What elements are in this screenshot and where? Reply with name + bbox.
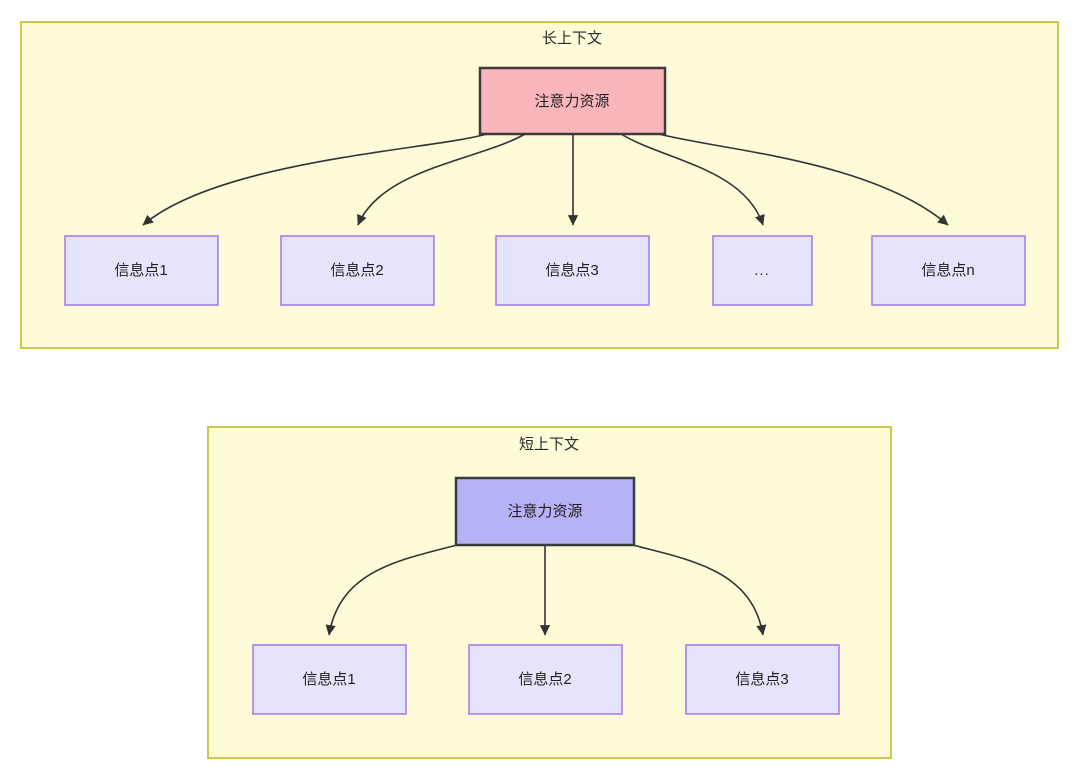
node-short-leaf-1-box[interactable] <box>252 644 407 715</box>
node-long-leaf-ellipsis-box[interactable] <box>712 235 813 306</box>
node-short-leaf-1[interactable]: 信息点1 <box>252 644 407 715</box>
edge-short-root-to-leaf-3 <box>632 544 767 636</box>
node-short-leaf-1-label: 信息点1 <box>302 671 355 688</box>
node-long-leaf-3-label: 信息点3 <box>545 262 598 279</box>
panel-short-context: 短上下文 注意力资源 信息点1 信息点2 信息点3 <box>207 426 892 759</box>
node-short-leaf-3[interactable]: 信息点3 <box>685 644 840 715</box>
node-long-leaf-ellipsis[interactable]: ... <box>712 235 813 306</box>
node-long-leaf-n-label: 信息点n <box>921 262 974 279</box>
node-long-root-box[interactable] <box>478 66 667 136</box>
panel-long-context: 长上下文 注意力资源 信息点1 信息点2 信 <box>20 21 1059 349</box>
edge-long-root-to-leaf-2 <box>357 133 526 226</box>
node-long-leaf-1-label: 信息点1 <box>114 262 167 279</box>
node-short-root-box[interactable] <box>454 476 636 547</box>
edge-long-root-to-leaf-4 <box>620 133 765 226</box>
node-short-leaf-2-box[interactable] <box>468 644 623 715</box>
node-short-leaf-2-label: 信息点2 <box>518 671 571 688</box>
node-long-leaf-3-box[interactable] <box>495 235 650 306</box>
node-long-leaf-3[interactable]: 信息点3 <box>495 235 650 306</box>
node-short-leaf-2[interactable]: 信息点2 <box>468 644 623 715</box>
node-long-leaf-ellipsis-label: ... <box>754 262 770 279</box>
node-short-leaf-3-label: 信息点3 <box>735 671 788 688</box>
node-short-leaf-3-box[interactable] <box>685 644 840 715</box>
node-short-root-label: 注意力资源 <box>507 502 582 520</box>
node-short-root[interactable]: 注意力资源 <box>454 476 636 547</box>
edge-long-root-to-leaf-5 <box>658 133 949 226</box>
node-long-root[interactable]: 注意力资源 <box>478 66 667 136</box>
node-long-leaf-1[interactable]: 信息点1 <box>64 235 219 306</box>
panel-short-context-title: 短上下文 <box>519 436 579 453</box>
node-long-leaf-n[interactable]: 信息点n <box>871 235 1026 306</box>
panel-long-context-title: 长上下文 <box>542 30 602 47</box>
edge-long-root-to-leaf-1 <box>142 133 488 226</box>
node-long-leaf-n-box[interactable] <box>871 235 1026 306</box>
edge-short-root-to-leaf-1 <box>325 544 458 636</box>
node-long-leaf-2-label: 信息点2 <box>330 262 383 279</box>
node-long-leaf-2-box[interactable] <box>280 235 435 306</box>
node-long-leaf-2[interactable]: 信息点2 <box>280 235 435 306</box>
node-long-root-label: 注意力资源 <box>534 92 609 110</box>
node-long-leaf-1-box[interactable] <box>64 235 219 306</box>
